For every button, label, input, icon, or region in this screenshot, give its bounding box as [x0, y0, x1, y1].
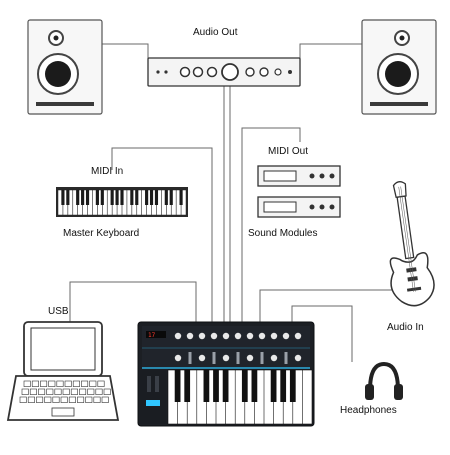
synthesizer-icon: 17 [137, 321, 315, 427]
headphones-icon [365, 361, 403, 400]
sound-modules-label: Sound Modules [248, 228, 318, 239]
sound-module-top-icon [257, 165, 341, 187]
usb-label: USB [48, 306, 69, 317]
left-speaker-icon [27, 19, 103, 115]
midi-in-label: MIDI In [91, 166, 124, 177]
audio-out-label: Audio Out [193, 27, 238, 38]
usb-line [69, 281, 197, 324]
headphones-label: Headphones [340, 405, 397, 416]
master-keyboard-label: Master Keyboard [63, 228, 140, 239]
headphones-line [291, 305, 353, 362]
midi-in-line [111, 147, 213, 324]
master-keyboard-icon [56, 187, 188, 217]
laptop-icon [6, 321, 120, 421]
synth-display: 17 [148, 332, 156, 339]
audio-in-line [259, 289, 396, 324]
audio-interface-icon [147, 57, 301, 87]
midi-out-line [241, 127, 301, 324]
audio-in-label: Audio In [387, 322, 424, 333]
midi-out-label: MIDI Out [268, 146, 309, 157]
electric-guitar-icon [389, 181, 435, 307]
sound-module-bottom-icon [257, 196, 341, 218]
right-speaker-icon [361, 19, 437, 115]
